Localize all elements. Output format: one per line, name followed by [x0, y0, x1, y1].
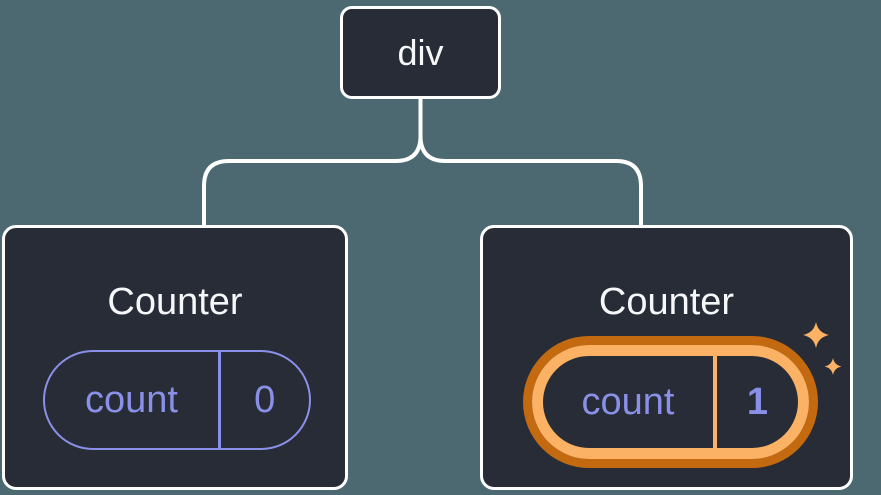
- state-key-label: count: [85, 379, 178, 421]
- state-value: 0: [254, 379, 276, 421]
- tree-node-div-label: div: [397, 31, 444, 73]
- state-pill-divider: [218, 352, 221, 448]
- connector-right-branch: [418, 97, 643, 226]
- state-value: 1: [746, 381, 769, 423]
- state-pill: count 0: [43, 350, 311, 450]
- state-pill-highlighted: count 1: [532, 345, 809, 459]
- tree-node-div: div: [340, 6, 501, 99]
- state-key-label: count: [581, 381, 675, 423]
- component-title: Counter: [107, 281, 243, 323]
- component-card-counter-right: Counter count 1: [480, 225, 853, 490]
- component-title: Counter: [598, 281, 735, 323]
- component-card-counter-left: Counter count 0: [2, 225, 348, 490]
- connector-left-branch: [202, 97, 423, 226]
- state-pill-divider: [713, 356, 717, 448]
